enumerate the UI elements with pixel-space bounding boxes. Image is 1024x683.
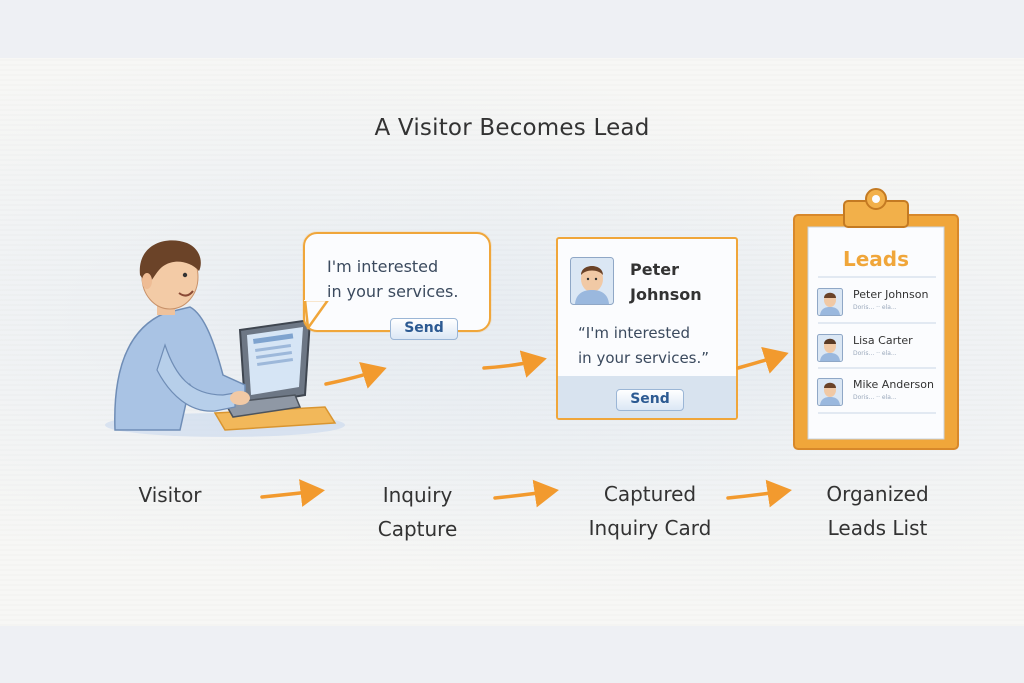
step-label-captured-card: Captured Inquiry Card [588, 482, 712, 540]
inquiry-message: I'm interested in your services. [327, 257, 459, 301]
inquiry-quote: “I'm interested in your services.” [578, 324, 710, 367]
diagram-title: A Visitor Becomes Lead [374, 115, 650, 141]
lead-detail: Doris... ·· ela... [853, 394, 897, 401]
lead-list-item: Mike Anderson Doris... ·· ela... [815, 376, 937, 416]
send-button[interactable]: Send [390, 318, 458, 340]
lead-list-item: Peter Johnson Doris... ·· ela... [815, 286, 937, 326]
leads-list-title: Leads [842, 247, 910, 271]
lead-name: Mike Anderson [853, 378, 934, 391]
visitor-at-laptop-illustration [105, 240, 345, 437]
lead-name: Peter Johnson [630, 260, 702, 304]
clipboard-icon [793, 188, 959, 450]
person-avatar-icon [817, 378, 843, 406]
speech-bubble-tail [303, 300, 330, 330]
person-avatar-icon [817, 334, 843, 362]
lead-detail: Doris... ·· ela... [853, 350, 897, 357]
lead-list-item: Lisa Carter Doris... ·· ela... [815, 332, 937, 372]
step-label-visitor: Visitor [138, 483, 202, 507]
captured-inquiry-card: Peter Johnson “I'm interested in your se… [556, 237, 738, 420]
lead-name: Lisa Carter [853, 334, 913, 347]
person-avatar-icon [570, 257, 614, 305]
person-avatar-icon [817, 288, 843, 316]
lead-name: Peter Johnson [853, 288, 929, 301]
lead-detail: Doris... ·· ela... [853, 304, 897, 311]
step-label-leads-list: Organized Leads List [826, 482, 929, 540]
inquiry-speech-bubble: I'm interested in your services. [303, 232, 491, 332]
send-button[interactable]: Send [616, 389, 684, 411]
step-label-inquiry-capture: Inquiry Capture [377, 483, 458, 541]
